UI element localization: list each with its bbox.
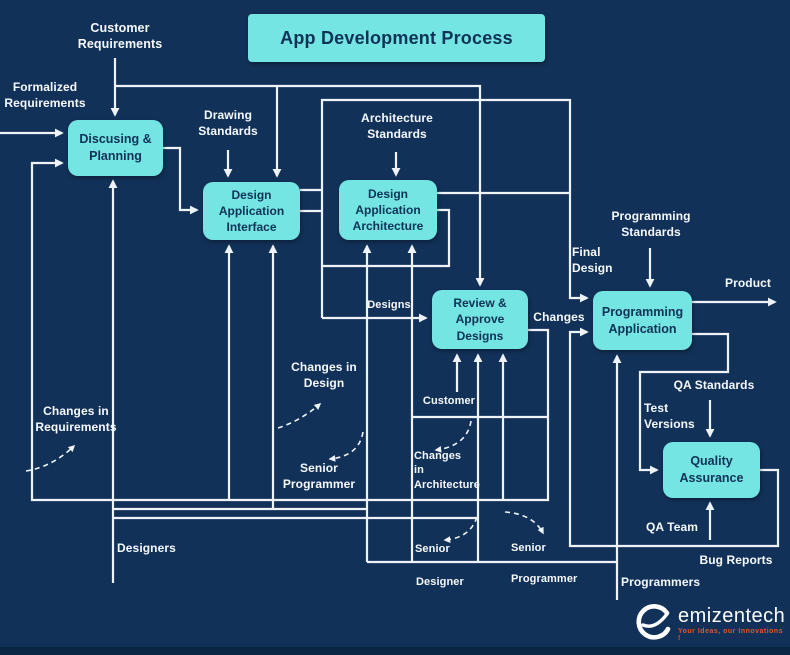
page-title: App Development Process xyxy=(248,14,545,62)
emizentech-logo-mark xyxy=(636,604,671,640)
label-programming-standards: Programming Standards xyxy=(611,209,691,239)
label-programmers: Programmers xyxy=(621,575,701,589)
label-formalized-requirements: Formalized Requirements xyxy=(4,80,86,110)
node-review-approve-designs: Review & Approve Designs xyxy=(432,290,528,349)
label-designs: Designs xyxy=(367,299,411,311)
node-quality-assurance: Quality Assurance xyxy=(663,442,760,498)
label-changes-in-requirements: Changes in Requirements xyxy=(35,404,117,434)
label-final-design: Final Design xyxy=(572,245,613,275)
wire-test-versions xyxy=(638,332,730,475)
node-design-application-architecture: Design Application Architecture xyxy=(339,180,437,240)
label-senior-programmer-mid: Senior Programmer xyxy=(282,461,356,491)
emizentech-logo-name: emizentech xyxy=(678,605,786,627)
wire-final-design xyxy=(320,98,589,318)
node-design-application-interface: Design Application Interface xyxy=(203,182,300,240)
label-product: Product xyxy=(724,276,772,290)
label-architecture-standards: Architecture Standards xyxy=(361,111,433,141)
emizentech-logo: emizentech Your Ideas, our Innovations ! xyxy=(634,599,786,649)
label-senior-designer-line2: Designer xyxy=(416,576,464,588)
dashed-senior-programmer-mid xyxy=(328,431,364,462)
emizentech-logo-tagline: Your Ideas, our Innovations ! xyxy=(678,628,784,642)
wire-bug-reports xyxy=(568,327,780,548)
label-changes-in-design: Changes in Design xyxy=(291,360,357,390)
dashed-senior-programmer-bottom xyxy=(504,511,544,535)
label-qa-team: QA Team xyxy=(645,520,699,534)
node-discussing-planning: Discusing & Planning xyxy=(68,120,163,176)
dashed-senior-designer xyxy=(443,516,478,543)
dashed-changes-in-requirements xyxy=(25,444,76,472)
wire-planning-to-interface xyxy=(163,146,199,215)
dashed-changes-in-design xyxy=(277,403,322,429)
label-bug-reports: Bug Reports xyxy=(699,553,773,567)
dashed-changes-in-architecture xyxy=(434,420,472,453)
bottom-border-strip xyxy=(0,647,790,655)
label-test-versions: Test Versions xyxy=(644,401,695,431)
label-qa-standards: QA Standards xyxy=(673,378,755,392)
label-changes: Changes xyxy=(533,310,585,324)
label-drawing-standards: Drawing Standards xyxy=(198,108,258,138)
wire-interface-architecture-loop xyxy=(322,208,451,268)
label-senior-designer-line1: Senior xyxy=(415,543,450,555)
wire-customer-req-to-review xyxy=(115,84,485,287)
label-changes-in-architecture: Changes in Architecture xyxy=(414,450,480,491)
label-customer-requirements: Customer Requirements xyxy=(77,21,163,52)
node-programming-application: Programming Application xyxy=(593,291,692,350)
label-customer: Customer xyxy=(422,395,476,407)
label-senior-programmer-line2: Programmer xyxy=(511,573,578,585)
wire-changes-loop xyxy=(30,158,550,502)
label-designers: Designers xyxy=(117,541,176,555)
label-senior-programmer-line1: Senior xyxy=(511,542,546,554)
